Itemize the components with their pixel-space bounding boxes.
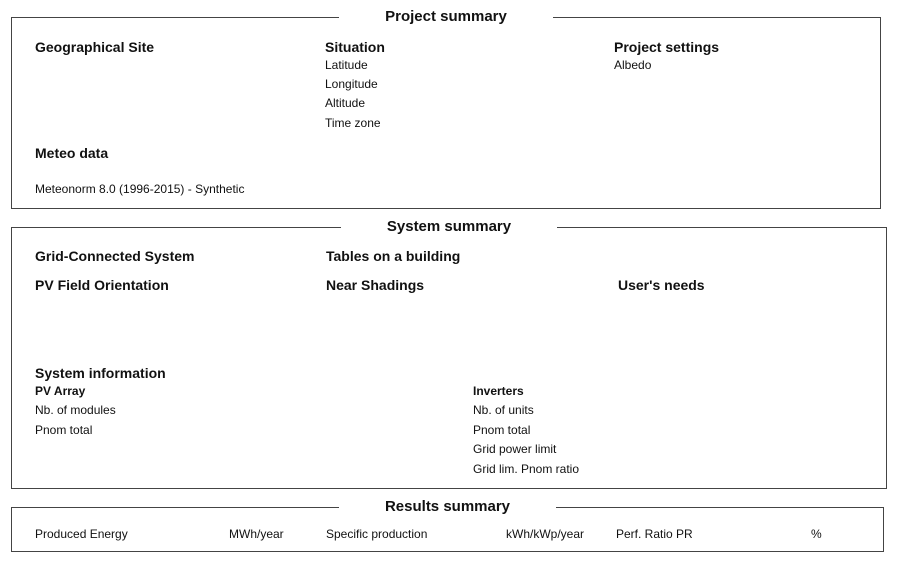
longitude-label: Longitude: [325, 77, 378, 91]
pv-array-heading: PV Array: [35, 384, 86, 398]
pv-pnom-total-label: Pnom total: [35, 423, 93, 437]
project-summary-title: Project summary: [339, 8, 553, 25]
time-zone-label: Time zone: [325, 116, 381, 130]
nb-of-modules-label: Nb. of modules: [35, 403, 116, 417]
users-needs-heading: User's needs: [618, 277, 705, 293]
situation-heading: Situation: [325, 39, 385, 55]
pv-field-orientation-heading: PV Field Orientation: [35, 277, 169, 293]
produced-energy-label: Produced Energy: [35, 527, 128, 541]
system-summary-section: System summary Grid-Connected System Tab…: [11, 218, 887, 489]
specific-production-unit: kWh/kWp/year: [506, 527, 585, 541]
near-shadings-heading: Near Shadings: [326, 277, 425, 293]
perf-ratio-label: Perf. Ratio PR: [616, 527, 693, 541]
grid-power-limit-label: Grid power limit: [473, 442, 557, 456]
tables-on-building-heading: Tables on a building: [326, 248, 461, 264]
grid-connected-system-heading: Grid-Connected System: [35, 248, 195, 264]
nb-of-units-label: Nb. of units: [473, 403, 534, 417]
meteo-data-heading: Meteo data: [35, 145, 109, 161]
project-settings-heading: Project settings: [614, 39, 720, 55]
meteo-data-value: Meteonorm 8.0 (1996-2015) - Synthetic: [35, 182, 245, 196]
system-summary-title: System summary: [340, 218, 558, 235]
geographical-site-heading: Geographical Site: [35, 39, 155, 55]
perf-ratio-unit: %: [811, 527, 822, 541]
latitude-label: Latitude: [325, 58, 368, 72]
inverter-pnom-total-label: Pnom total: [473, 423, 531, 437]
albedo-label: Albedo: [614, 58, 652, 72]
altitude-label: Altitude: [325, 96, 366, 110]
system-information-heading: System information: [35, 365, 166, 381]
produced-energy-unit: MWh/year: [229, 527, 284, 541]
specific-production-label: Specific production: [326, 527, 428, 541]
results-summary-title: Results summary: [338, 498, 557, 515]
project-summary-section: Project summary Geographical Site Situat…: [11, 8, 881, 209]
grid-lim-pnom-ratio-label: Grid lim. Pnom ratio: [473, 462, 580, 476]
inverters-heading: Inverters: [473, 384, 524, 398]
results-summary-section: Results summary Produced Energy MWh/year…: [11, 498, 884, 552]
